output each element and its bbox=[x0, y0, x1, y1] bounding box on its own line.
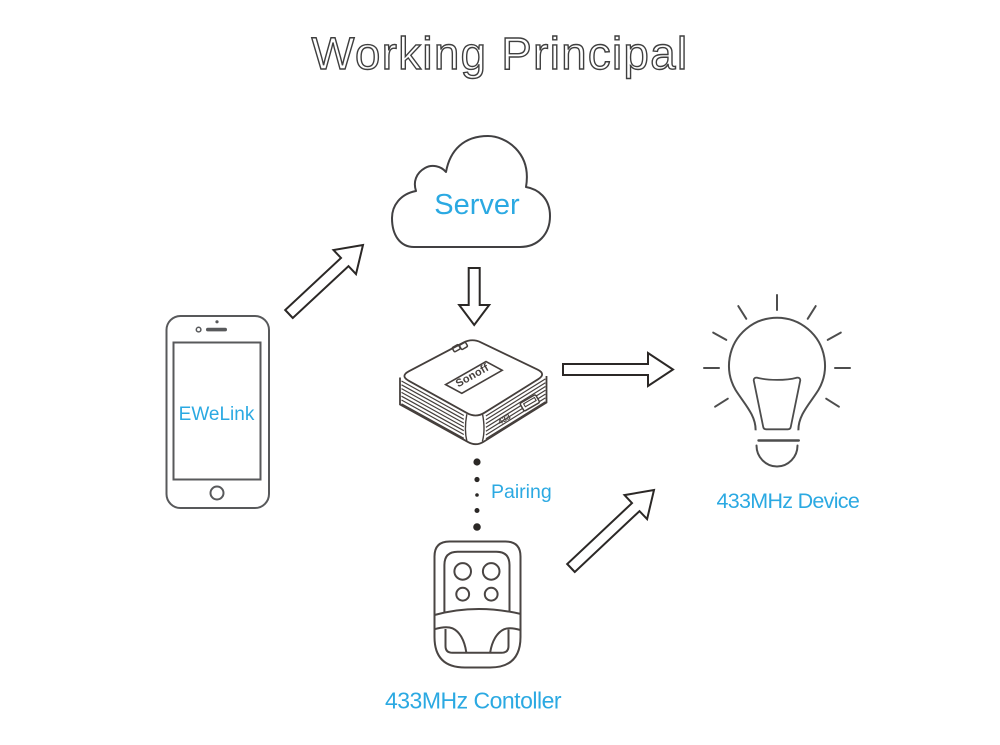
svg-text:Working Principal: Working Principal bbox=[312, 28, 689, 79]
svg-text:Server: Server bbox=[434, 189, 520, 221]
svg-text:EWeLink: EWeLink bbox=[179, 404, 255, 425]
svg-text:433MHz Contoller: 433MHz Contoller bbox=[385, 688, 562, 714]
svg-text:433MHz Device: 433MHz Device bbox=[716, 489, 859, 513]
svg-text:Pairing: Pairing bbox=[491, 481, 552, 503]
